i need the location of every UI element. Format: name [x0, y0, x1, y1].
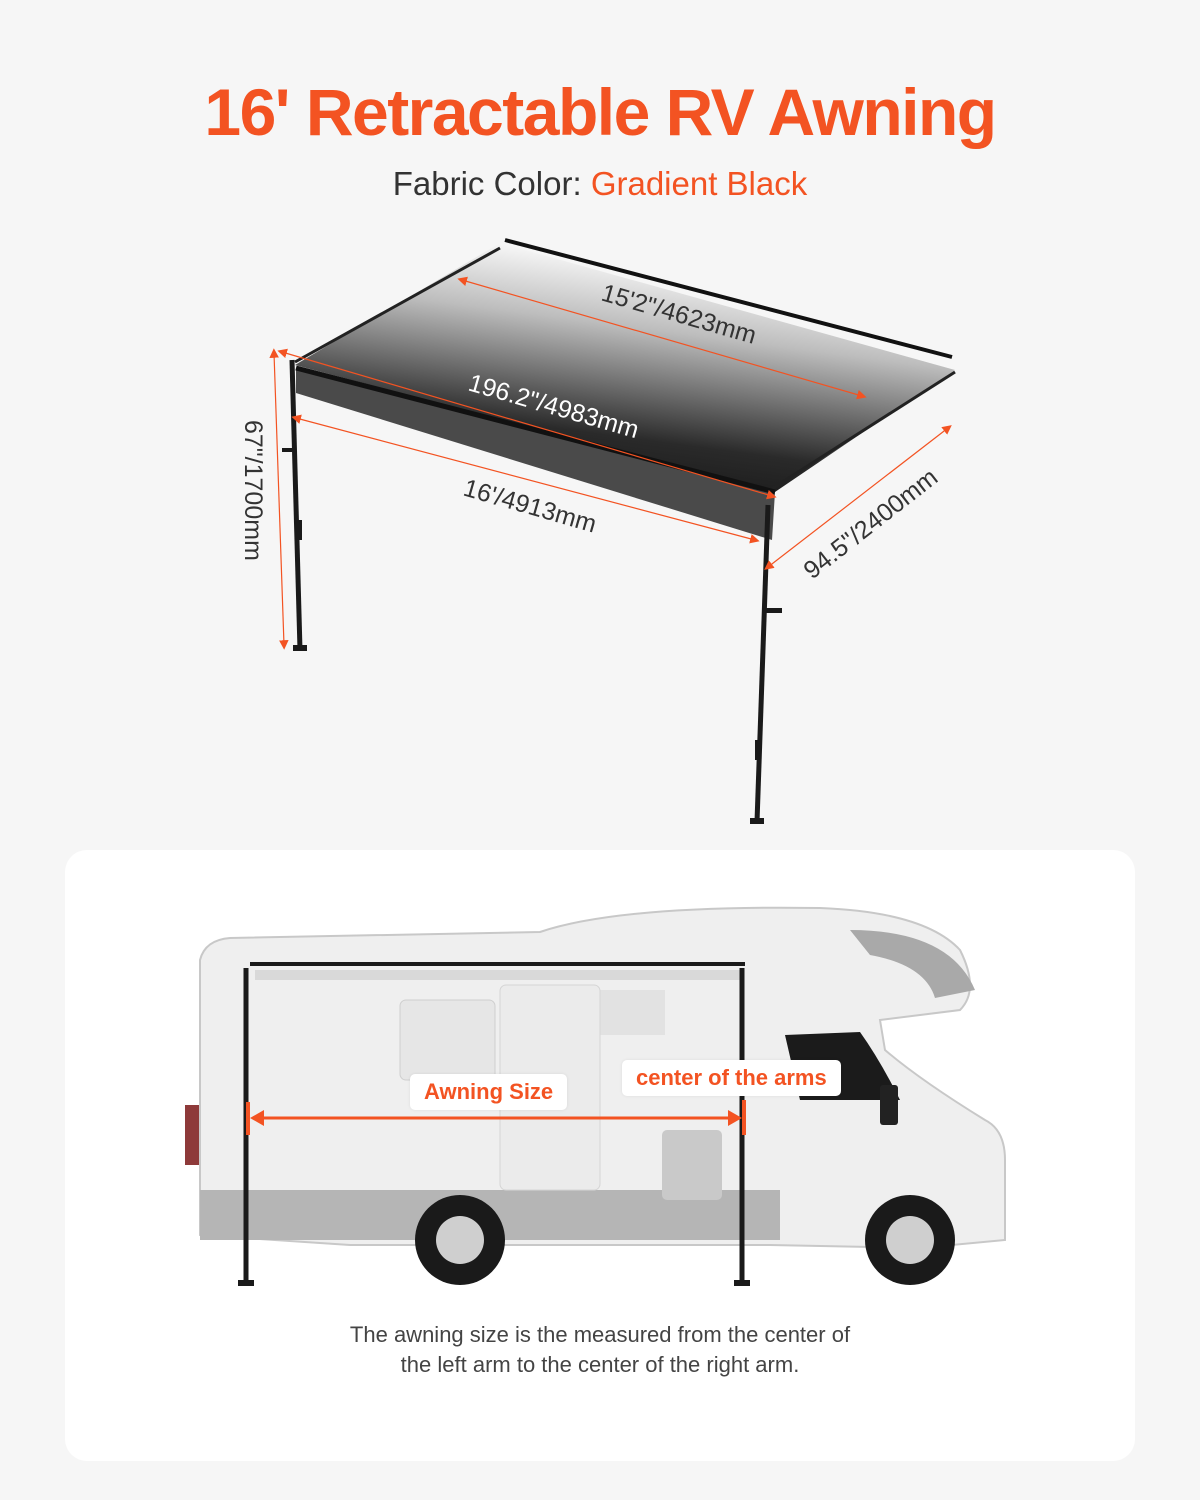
dim-height: 67"/1700mm: [239, 420, 267, 561]
left-leg: [289, 359, 303, 651]
fabric-color-separator: :: [572, 165, 582, 202]
dim-projection: 94.5"/2400mm: [798, 463, 943, 585]
fabric-color-value: Gradient Black: [590, 165, 808, 202]
fabric-color-line: Fabric Color: Gradient Black: [0, 162, 1200, 206]
awning-size-caption: The awning size is the measured from the…: [200, 1320, 1000, 1380]
right-leg: [754, 504, 771, 823]
rv-body: [199, 906, 1006, 1250]
page-title: 16' Retractable RV Awning: [204, 75, 997, 149]
center-of-arms-label: center of the arms: [622, 1060, 841, 1096]
fabric-color-label: Fabric Color: [392, 165, 573, 202]
caption-line-2: the left arm to the center of the right …: [400, 1352, 800, 1377]
caption-line-1: The awning size is the measured from the…: [349, 1322, 851, 1347]
awning-size-label: Awning Size: [410, 1074, 568, 1110]
awning-dimension-diagram: 15'2"/4623mm 196.2"/4983mm 16'/4913mm 67…: [239, 238, 956, 824]
dim-overall-width: 16'/4913mm: [460, 474, 599, 539]
rv-illustration: [185, 906, 1006, 1286]
